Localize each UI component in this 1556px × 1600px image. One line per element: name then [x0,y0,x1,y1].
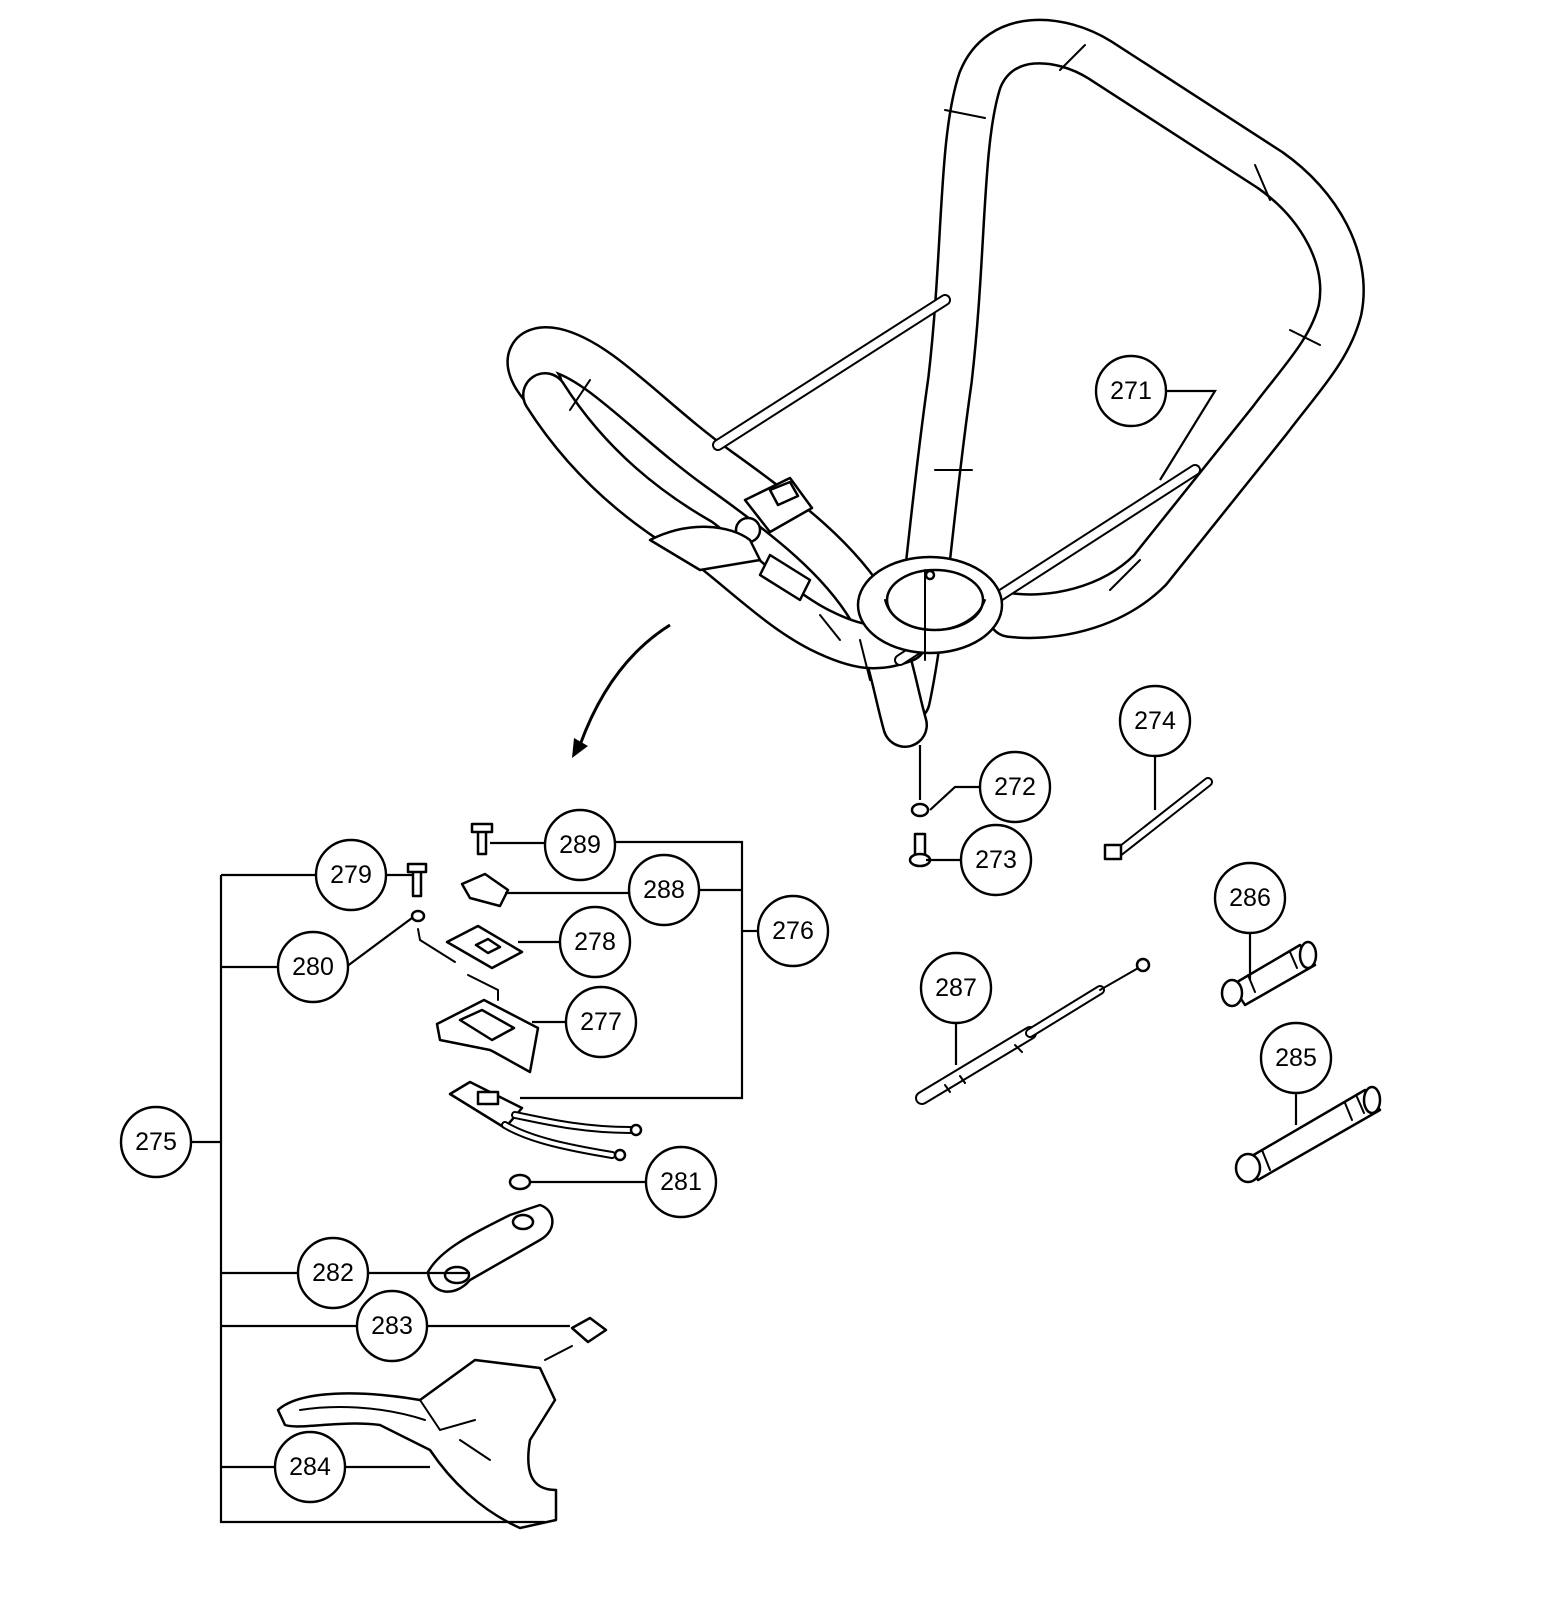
callout-label: 285 [1275,1044,1317,1072]
throttle-cable-287 [915,957,1151,1105]
cover-288 [460,872,510,908]
switch-with-wires-276 [448,1080,643,1162]
callout-274: 274 [1118,684,1192,758]
callout-278: 278 [558,905,632,979]
callout-label: 278 [574,928,616,956]
callout-287: 287 [919,951,993,1025]
callout-286: 286 [1213,861,1287,935]
callout-label: 280 [292,953,334,981]
callout-label: 276 [772,917,814,945]
lever-bracket-284 [276,1358,558,1530]
washer-272 [910,745,930,818]
callout-label: 286 [1229,884,1271,912]
cable-tie-274 [1103,777,1213,861]
callout-label: 284 [289,1453,331,1481]
callout-288: 288 [627,853,701,927]
callout-label: 271 [1110,377,1152,405]
callout-283: 283 [355,1289,429,1363]
callout-label: 272 [994,773,1036,801]
screw-279 [406,862,428,898]
callout-277: 277 [564,985,638,1059]
callout-282: 282 [296,1236,370,1310]
handlebar-frame [506,18,1365,748]
nut-283 [544,1316,608,1361]
callout-label: 281 [660,1168,702,1196]
callout-label: 288 [643,876,685,904]
callout-285: 285 [1259,1021,1333,1095]
callout-280: 280 [276,930,350,1004]
callout-label: 274 [1134,707,1176,735]
callout-label: 275 [135,1128,177,1156]
callout-279: 279 [314,838,388,912]
callout-272: 272 [978,750,1052,824]
callout-label: 289 [559,831,601,859]
callout-label: 277 [580,1008,622,1036]
rubber-boot-286 [1220,940,1318,1008]
callout-289: 289 [543,808,617,882]
clamp-282 [426,1203,554,1293]
callout-label: 282 [312,1259,354,1287]
direction-arrow [572,623,671,758]
callout-275: 275 [119,1105,193,1179]
washer-280 [410,909,426,923]
nut-281 [508,1173,532,1191]
leader-lines [191,389,1298,1524]
screw-289 [470,822,494,856]
callout-276: 276 [756,894,830,968]
callout-271: 271 [1094,354,1168,428]
callout-284: 284 [273,1430,347,1504]
rubber-boot-285 [1234,1085,1382,1184]
callout-273: 273 [959,823,1033,897]
gasket-278 [445,924,524,970]
callout-label: 273 [975,846,1017,874]
bolt-273 [908,832,932,868]
switch-housing-277 [417,928,540,1074]
callout-label: 283 [371,1312,413,1340]
callout-label: 287 [935,974,977,1002]
callout-label: 279 [330,861,372,889]
callout-281: 281 [644,1145,718,1219]
